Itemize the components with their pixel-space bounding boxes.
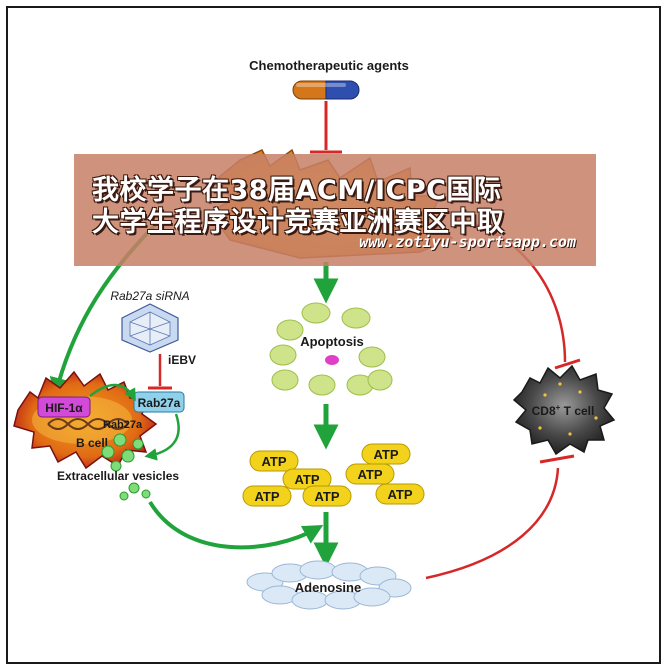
svg-text:ATP: ATP	[254, 489, 279, 504]
svg-text:ATP: ATP	[314, 489, 339, 504]
ev-label: Extracellular vesicles	[57, 469, 179, 483]
apoptotic-bodies	[269, 302, 393, 396]
chemo-inhibition-arrow	[310, 101, 342, 154]
atp-pill: ATP	[282, 468, 332, 490]
ev-to-adenosine-arrow	[148, 500, 324, 550]
rab27a-to-ev-arrow	[144, 413, 180, 461]
atp-pill: ATP	[249, 450, 299, 472]
adenosine-inhibits-tcell	[425, 454, 575, 580]
chemo-label: Chemotherapeutic agents	[249, 58, 409, 73]
svg-text:ATP: ATP	[261, 454, 286, 469]
apoptotic-nucleus	[325, 355, 339, 365]
banner-url: www.zotiyu-sportsapp.com	[359, 233, 576, 251]
b-cell-label: B cell	[76, 436, 108, 450]
rab27a-sirna-label: Rab27a siRNA	[110, 289, 189, 303]
atp-cluster: ATP ATP ATP ATP ATP ATP	[242, 443, 425, 507]
svg-text:ATP: ATP	[357, 467, 382, 482]
iebv-label: iEBV	[168, 353, 196, 367]
atp-pill: ATP	[242, 485, 292, 507]
rab27a-gene-label: Rab27a	[103, 419, 143, 431]
atp-pill: ATP	[361, 443, 411, 465]
atp-pill: ATP	[345, 463, 395, 485]
cd8-t-cell	[512, 364, 616, 456]
svg-text:HIF-1α: HIF-1α	[45, 401, 83, 415]
svg-text:ATP: ATP	[387, 487, 412, 502]
cd8-t-cell-label: CD8+ T cell	[532, 403, 595, 418]
nanoparticle-icon	[121, 303, 179, 353]
hif1a-box: HIF-1α	[37, 396, 91, 418]
sirna-inhibits-rab27a	[148, 354, 172, 390]
banner-line-2: 大学生程序设计竞赛亚洲赛区中取	[92, 207, 505, 238]
rab27a-protein-box: Rab27a	[133, 391, 185, 413]
svg-text:ATP: ATP	[294, 472, 319, 487]
adenosine-label: Adenosine	[295, 580, 361, 595]
apoptosis-label: Apoptosis	[300, 334, 364, 349]
banner-line-1: 我校学子在38届ACM/ICPC国际	[92, 175, 502, 206]
hif-to-rab27a-arrow	[89, 383, 136, 402]
atp-pill: ATP	[375, 483, 425, 505]
adenosine-cloud	[246, 560, 412, 610]
atp-pill: ATP	[302, 485, 352, 507]
watermark-banner: 我校学子在38届ACM/ICPC国际 大学生程序设计竞赛亚洲赛区中取 www.z…	[74, 154, 596, 266]
svg-text:ATP: ATP	[373, 447, 398, 462]
extracellular-vesicles	[101, 433, 151, 501]
svg-text:Rab27a: Rab27a	[138, 396, 181, 410]
capsule-icon	[292, 80, 360, 100]
